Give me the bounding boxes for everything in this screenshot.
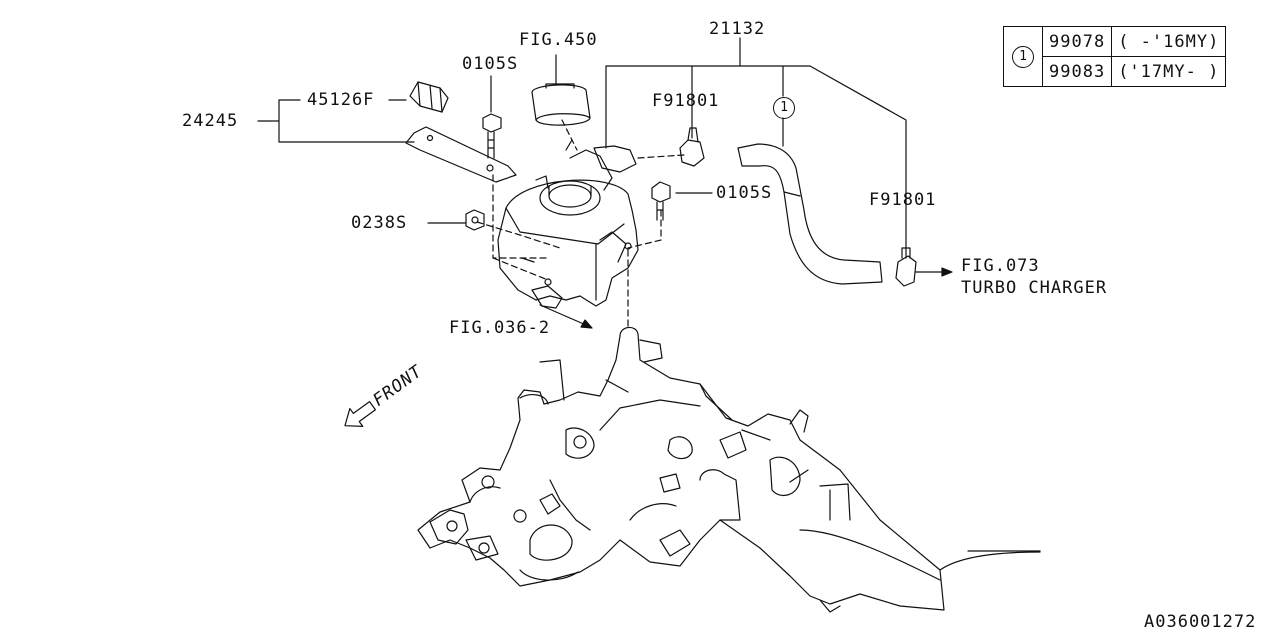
- legend-table: 1 99078 ( -'16MY) 99083 ('17MY- ): [1003, 26, 1227, 87]
- clamp-f91801-top: [679, 127, 705, 167]
- legend-part-number[interactable]: 99083: [1041, 56, 1113, 87]
- callout-fig036-2[interactable]: FIG.036-2: [449, 318, 551, 338]
- legend-part-number[interactable]: 99078: [1041, 26, 1113, 57]
- callout-turbo-charger[interactable]: TURBO CHARGER: [961, 278, 1108, 298]
- front-label: FRONT: [369, 361, 427, 411]
- leader-lines: [257, 37, 1041, 552]
- reservoir-cap: [531, 83, 591, 126]
- callout-fig450[interactable]: FIG.450: [519, 30, 598, 50]
- dashed-assembly-lines: [476, 119, 685, 327]
- clamp-f91801-right: [895, 247, 917, 287]
- legend-model-year: ('17MY- ): [1111, 56, 1227, 87]
- legend-row: 1 99078 ( -'16MY): [1003, 26, 1227, 87]
- coolant-reservoir: [497, 139, 639, 309]
- callout-fig073[interactable]: FIG.073: [961, 256, 1040, 276]
- callout-0105s-mid[interactable]: 0105S: [716, 183, 773, 203]
- callout-0105s-top[interactable]: 0105S: [462, 54, 519, 74]
- callout-45126f[interactable]: 45126F: [307, 90, 375, 110]
- callout-f91801-right[interactable]: F91801: [869, 190, 937, 210]
- clip-45126f: [409, 81, 449, 113]
- bolt-0105s-top: [482, 113, 502, 159]
- ref-circle-1: 1: [773, 97, 795, 119]
- intake-manifold: [417, 326, 1041, 613]
- diagram-id: A036001272: [1144, 612, 1257, 632]
- legend-model-year: ( -'16MY): [1111, 26, 1227, 57]
- front-arrow-icon: [344, 401, 377, 427]
- hose-21132: [737, 143, 883, 285]
- bracket-24245: [405, 126, 517, 183]
- legend-ref-cell: 1: [1003, 26, 1043, 87]
- nut-0238s: [465, 209, 485, 231]
- bolt-0105s-mid: [651, 181, 671, 221]
- front-indicator: FRONT: [326, 339, 450, 452]
- callout-21132[interactable]: 21132: [709, 19, 766, 39]
- legend-row: 99083 ('17MY- ): [1004, 56, 1227, 87]
- callout-f91801-top[interactable]: F91801: [652, 91, 720, 111]
- callout-0238s[interactable]: 0238S: [351, 213, 408, 233]
- callout-24245[interactable]: 24245: [182, 111, 239, 131]
- legend-ref-circle: 1: [1012, 46, 1034, 68]
